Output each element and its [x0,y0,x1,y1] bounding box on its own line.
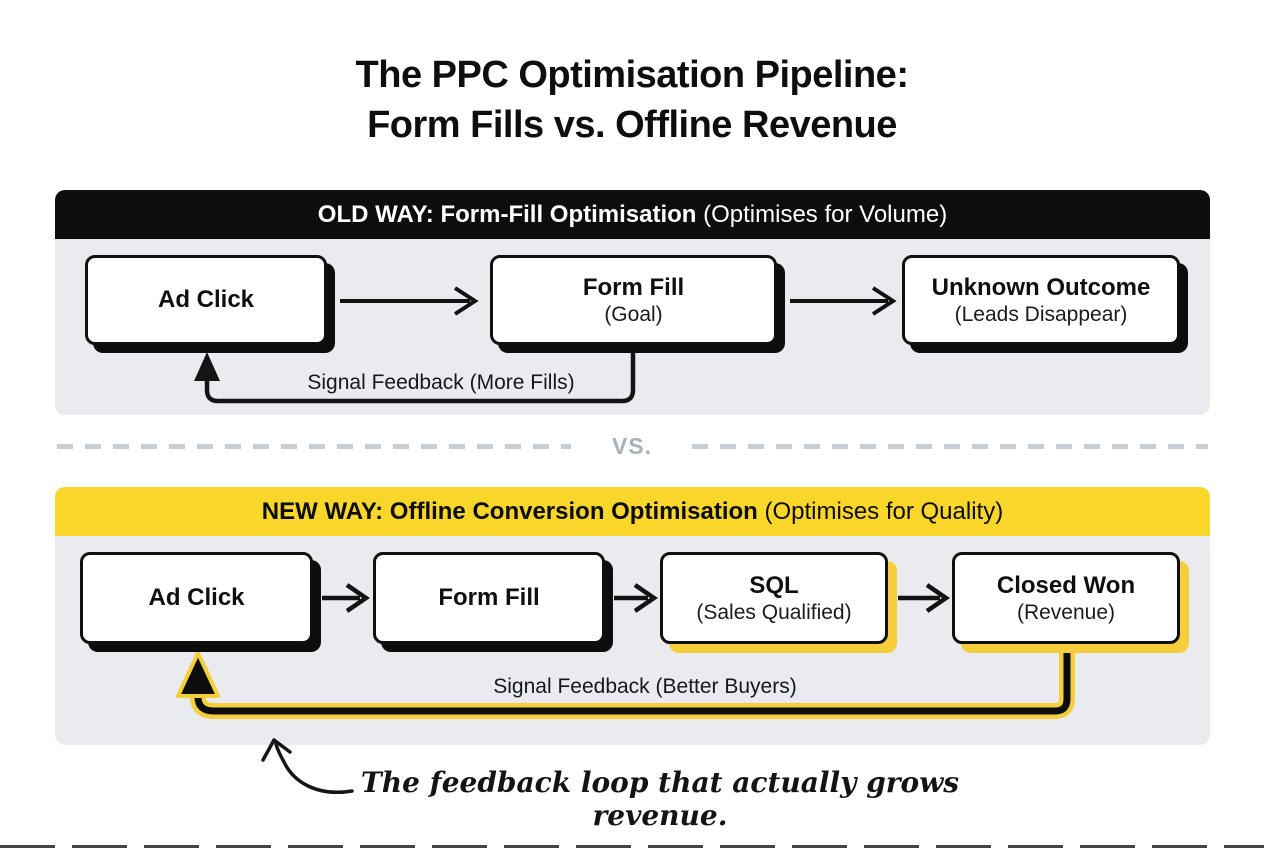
annotation-text: The feedback loop that actually grows re… [360,766,960,832]
old-flow-box-unknown-outcome: Unknown Outcome (Leads Disappear) [902,255,1180,345]
box-subtitle: (Sales Qualified) [696,600,852,624]
old-flow-box-form-fill: Form Fill (Goal) [490,255,777,345]
new-feedback-label: Signal Feedback (Better Buyers) [493,675,797,698]
old-feedback-label: Signal Feedback (More Fills) [307,371,575,394]
divider-dashes-right [692,444,1208,449]
box-title: SQL [749,571,799,599]
box-title: Ad Click [148,584,245,612]
new-flow-box-ad-click: Ad Click [80,552,313,644]
divider-dashes-left [57,444,571,449]
box-subtitle: (Revenue) [1016,600,1116,624]
box-subtitle: (Goal) [604,302,663,326]
box-subtitle: (Leads Disappear) [954,302,1128,326]
old-way-header-light: (Optimises for Volume) [703,200,948,228]
page-title-line2: Form Fills vs. Offline Revenue [367,104,897,147]
new-flow-box-form-fill: Form Fill [373,552,605,644]
box-title: Form Fill [582,273,685,301]
box-title: Closed Won [996,571,1136,599]
page-title-line1: The PPC Optimisation Pipeline: [355,54,909,96]
old-flow-box-ad-click: Ad Click [85,255,327,345]
new-way-header-bold: NEW WAY: Offline Conversion Optimisation [261,497,765,525]
box-title: Form Fill [438,584,540,612]
new-flow-box-sql: SQL (Sales Qualified) [660,552,888,644]
old-way-header: OLD WAY: Form-Fill Optimisation (Optimis… [55,190,1210,239]
box-title: Unknown Outcome [931,273,1151,301]
bottom-edge-line [0,845,1264,848]
old-way-header-bold: OLD WAY: Form-Fill Optimisation [317,200,704,228]
new-way-header: NEW WAY: Offline Conversion Optimisation… [55,487,1210,536]
vs-label: VS. [611,433,653,459]
page-title: The PPC Optimisation Pipeline: Form Fill… [0,50,1264,150]
new-flow-box-closed-won: Closed Won (Revenue) [952,552,1180,644]
box-title: Ad Click [157,286,255,314]
new-way-header-light: (Optimises for Quality) [764,497,1004,525]
